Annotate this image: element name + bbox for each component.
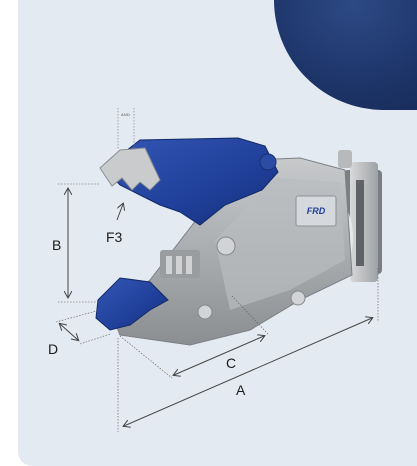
upper-jaw-teeth: [99, 147, 161, 191]
label-a: A: [236, 382, 246, 398]
top-dimension-marker: [117, 108, 135, 150]
dimension-b: [58, 183, 100, 303]
rear-pin: [290, 290, 306, 306]
svg-text:FRD: FRD: [307, 206, 326, 216]
rotator-head: [338, 150, 382, 282]
lower-pin: [197, 304, 213, 320]
label-top-marker: AND: [121, 112, 131, 117]
crusher-teeth: [160, 250, 200, 278]
pivot-pin: [216, 236, 236, 256]
label-f3: F3: [106, 229, 123, 245]
lower-jaw: [95, 277, 169, 331]
dimension-d: [55, 309, 111, 345]
label-d: D: [48, 341, 59, 357]
brand-plate: FRD: [295, 195, 337, 227]
dimension-a: [117, 268, 379, 432]
label-c: C: [226, 355, 237, 371]
label-b: B: [52, 237, 62, 253]
f3-arrow: [116, 204, 123, 221]
